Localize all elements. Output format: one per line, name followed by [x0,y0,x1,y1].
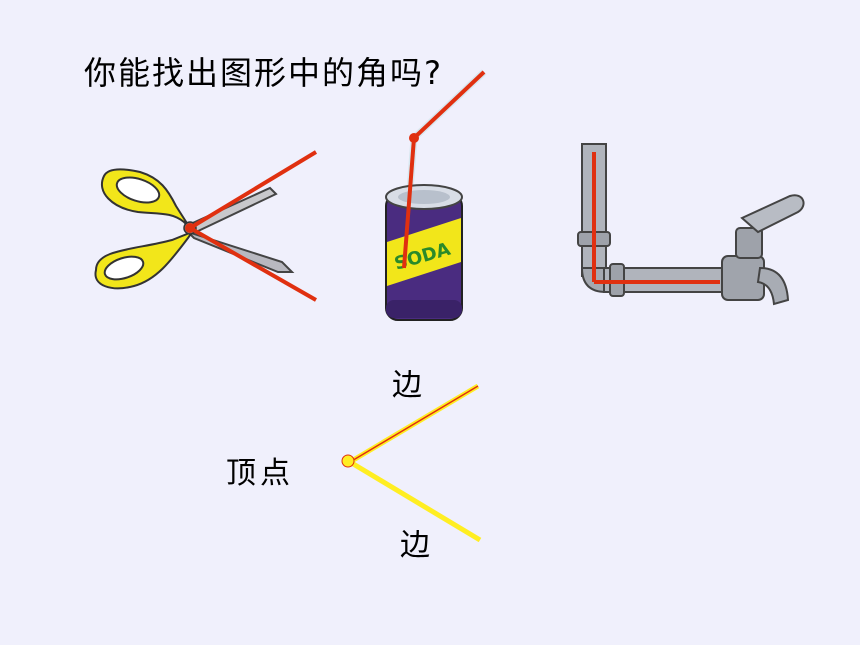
angle-side-bottom [348,459,482,543]
soda-can-icon: SODA [385,69,487,321]
slide-title: 你能找出图形中的角吗? [84,54,443,92]
faucet-angle [592,152,720,284]
angle-diagram [341,383,482,543]
angle-vertex-dot [341,454,355,468]
side-label-top: 边 [392,368,422,403]
straw-angle [402,70,486,269]
side-label-bottom: 边 [400,528,430,563]
scissors-angle [185,150,318,302]
vertex-label: 顶点 [226,456,294,491]
